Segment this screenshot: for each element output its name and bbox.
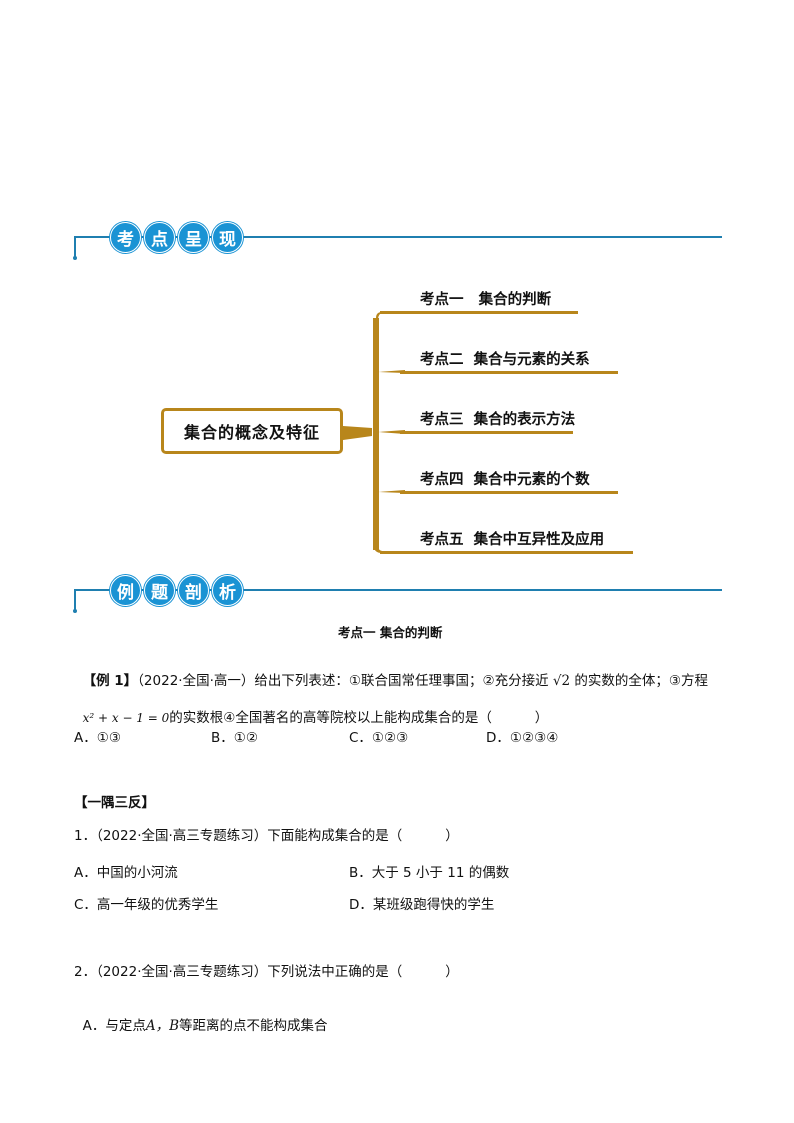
question1-stem: 1．（2022·全国·高三专题练习）下面能构成集合的是（ ） xyxy=(74,828,459,844)
example-source: （2022·全国·高一） xyxy=(137,673,255,689)
branch-underline xyxy=(380,551,633,554)
q1-option-a[interactable]: A．中国的小河流 xyxy=(74,865,178,881)
q1-option-c[interactable]: C．高一年级的优秀学生 xyxy=(74,897,219,913)
option-d[interactable]: D．①②③④ xyxy=(486,730,559,746)
section-rule xyxy=(74,236,722,238)
question2-stem: 2．（2022·全国·高三专题练习）下列说法中正确的是（ ） xyxy=(74,964,459,980)
branch-underline xyxy=(400,431,573,434)
section-bracket-vertical xyxy=(74,236,76,258)
option-b[interactable]: B．①② xyxy=(211,730,258,746)
example-label: 【例 1】 xyxy=(82,673,138,689)
subsection-title: 考点一 集合的判断 xyxy=(338,625,443,640)
option-a[interactable]: A．①③ xyxy=(74,730,121,746)
example-text: 的实数根④全国著名的高等院校以上能构成集合的是（ ） xyxy=(169,710,549,726)
title-badge: 题 xyxy=(144,575,175,606)
title-badge: 剖 xyxy=(178,575,209,606)
example-text: 给出下列表述：①联合国常任理事国；②充分接近 xyxy=(254,673,549,689)
title-badge: 点 xyxy=(144,222,175,253)
practice-header: 【一隅三反】 xyxy=(74,795,155,811)
branch-underline xyxy=(400,371,618,374)
example-text: 的实数的全体；③方程 xyxy=(574,673,709,689)
section-bracket-dot xyxy=(73,609,77,613)
section-title-badges: 考 点 呈 现 xyxy=(110,222,243,253)
mindmap-root-node: 集合的概念及特征 xyxy=(161,408,343,454)
section-bracket-vertical xyxy=(74,589,76,611)
option-text: A．与定点 xyxy=(82,1018,146,1034)
sqrt-expression: √2 xyxy=(552,673,571,689)
mindmap-branch-1: 考点一 集合的判断 xyxy=(420,292,552,308)
title-badge: 例 xyxy=(110,575,141,606)
option-text: 等距离的点不能构成集合 xyxy=(179,1018,328,1034)
mindmap-branch-5: 考点五 集合中互异性及应用 xyxy=(420,532,605,548)
title-badge: 析 xyxy=(212,575,243,606)
q2-option-a[interactable]: A．与定点A，B等距离的点不能构成集合 xyxy=(74,998,328,1034)
section-rule xyxy=(74,589,722,591)
section-bracket-dot xyxy=(73,256,77,260)
title-badge: 呈 xyxy=(178,222,209,253)
equation: x² + x − 1 = 0 xyxy=(82,711,170,725)
q1-option-b[interactable]: B．大于 5 小于 11 的偶数 xyxy=(349,865,510,881)
example1-line1: 【例 1】（2022·全国·高一）给出下列表述：①联合国常任理事国；②充分接近 … xyxy=(74,653,708,689)
branch-underline xyxy=(400,491,618,494)
example1-line2: x² + x − 1 = 0的实数根④全国著名的高等院校以上能构成集合的是（ ） xyxy=(74,690,549,726)
option-c[interactable]: C．①②③ xyxy=(349,730,409,746)
q1-option-d[interactable]: D．某班级跑得快的学生 xyxy=(349,897,495,913)
section-title-badges: 例 题 剖 析 xyxy=(110,575,243,606)
title-badge: 考 xyxy=(110,222,141,253)
title-badge: 现 xyxy=(212,222,243,253)
branch-underline xyxy=(380,311,578,314)
math-points: A，B xyxy=(145,1018,180,1034)
mindmap-branch-3: 考点三 集合的表示方法 xyxy=(420,412,576,428)
mindmap-branch-4: 考点四 集合中元素的个数 xyxy=(420,472,590,488)
mindmap-branch-2: 考点二 集合与元素的关系 xyxy=(420,352,590,368)
mindmap-connectors xyxy=(343,312,405,553)
